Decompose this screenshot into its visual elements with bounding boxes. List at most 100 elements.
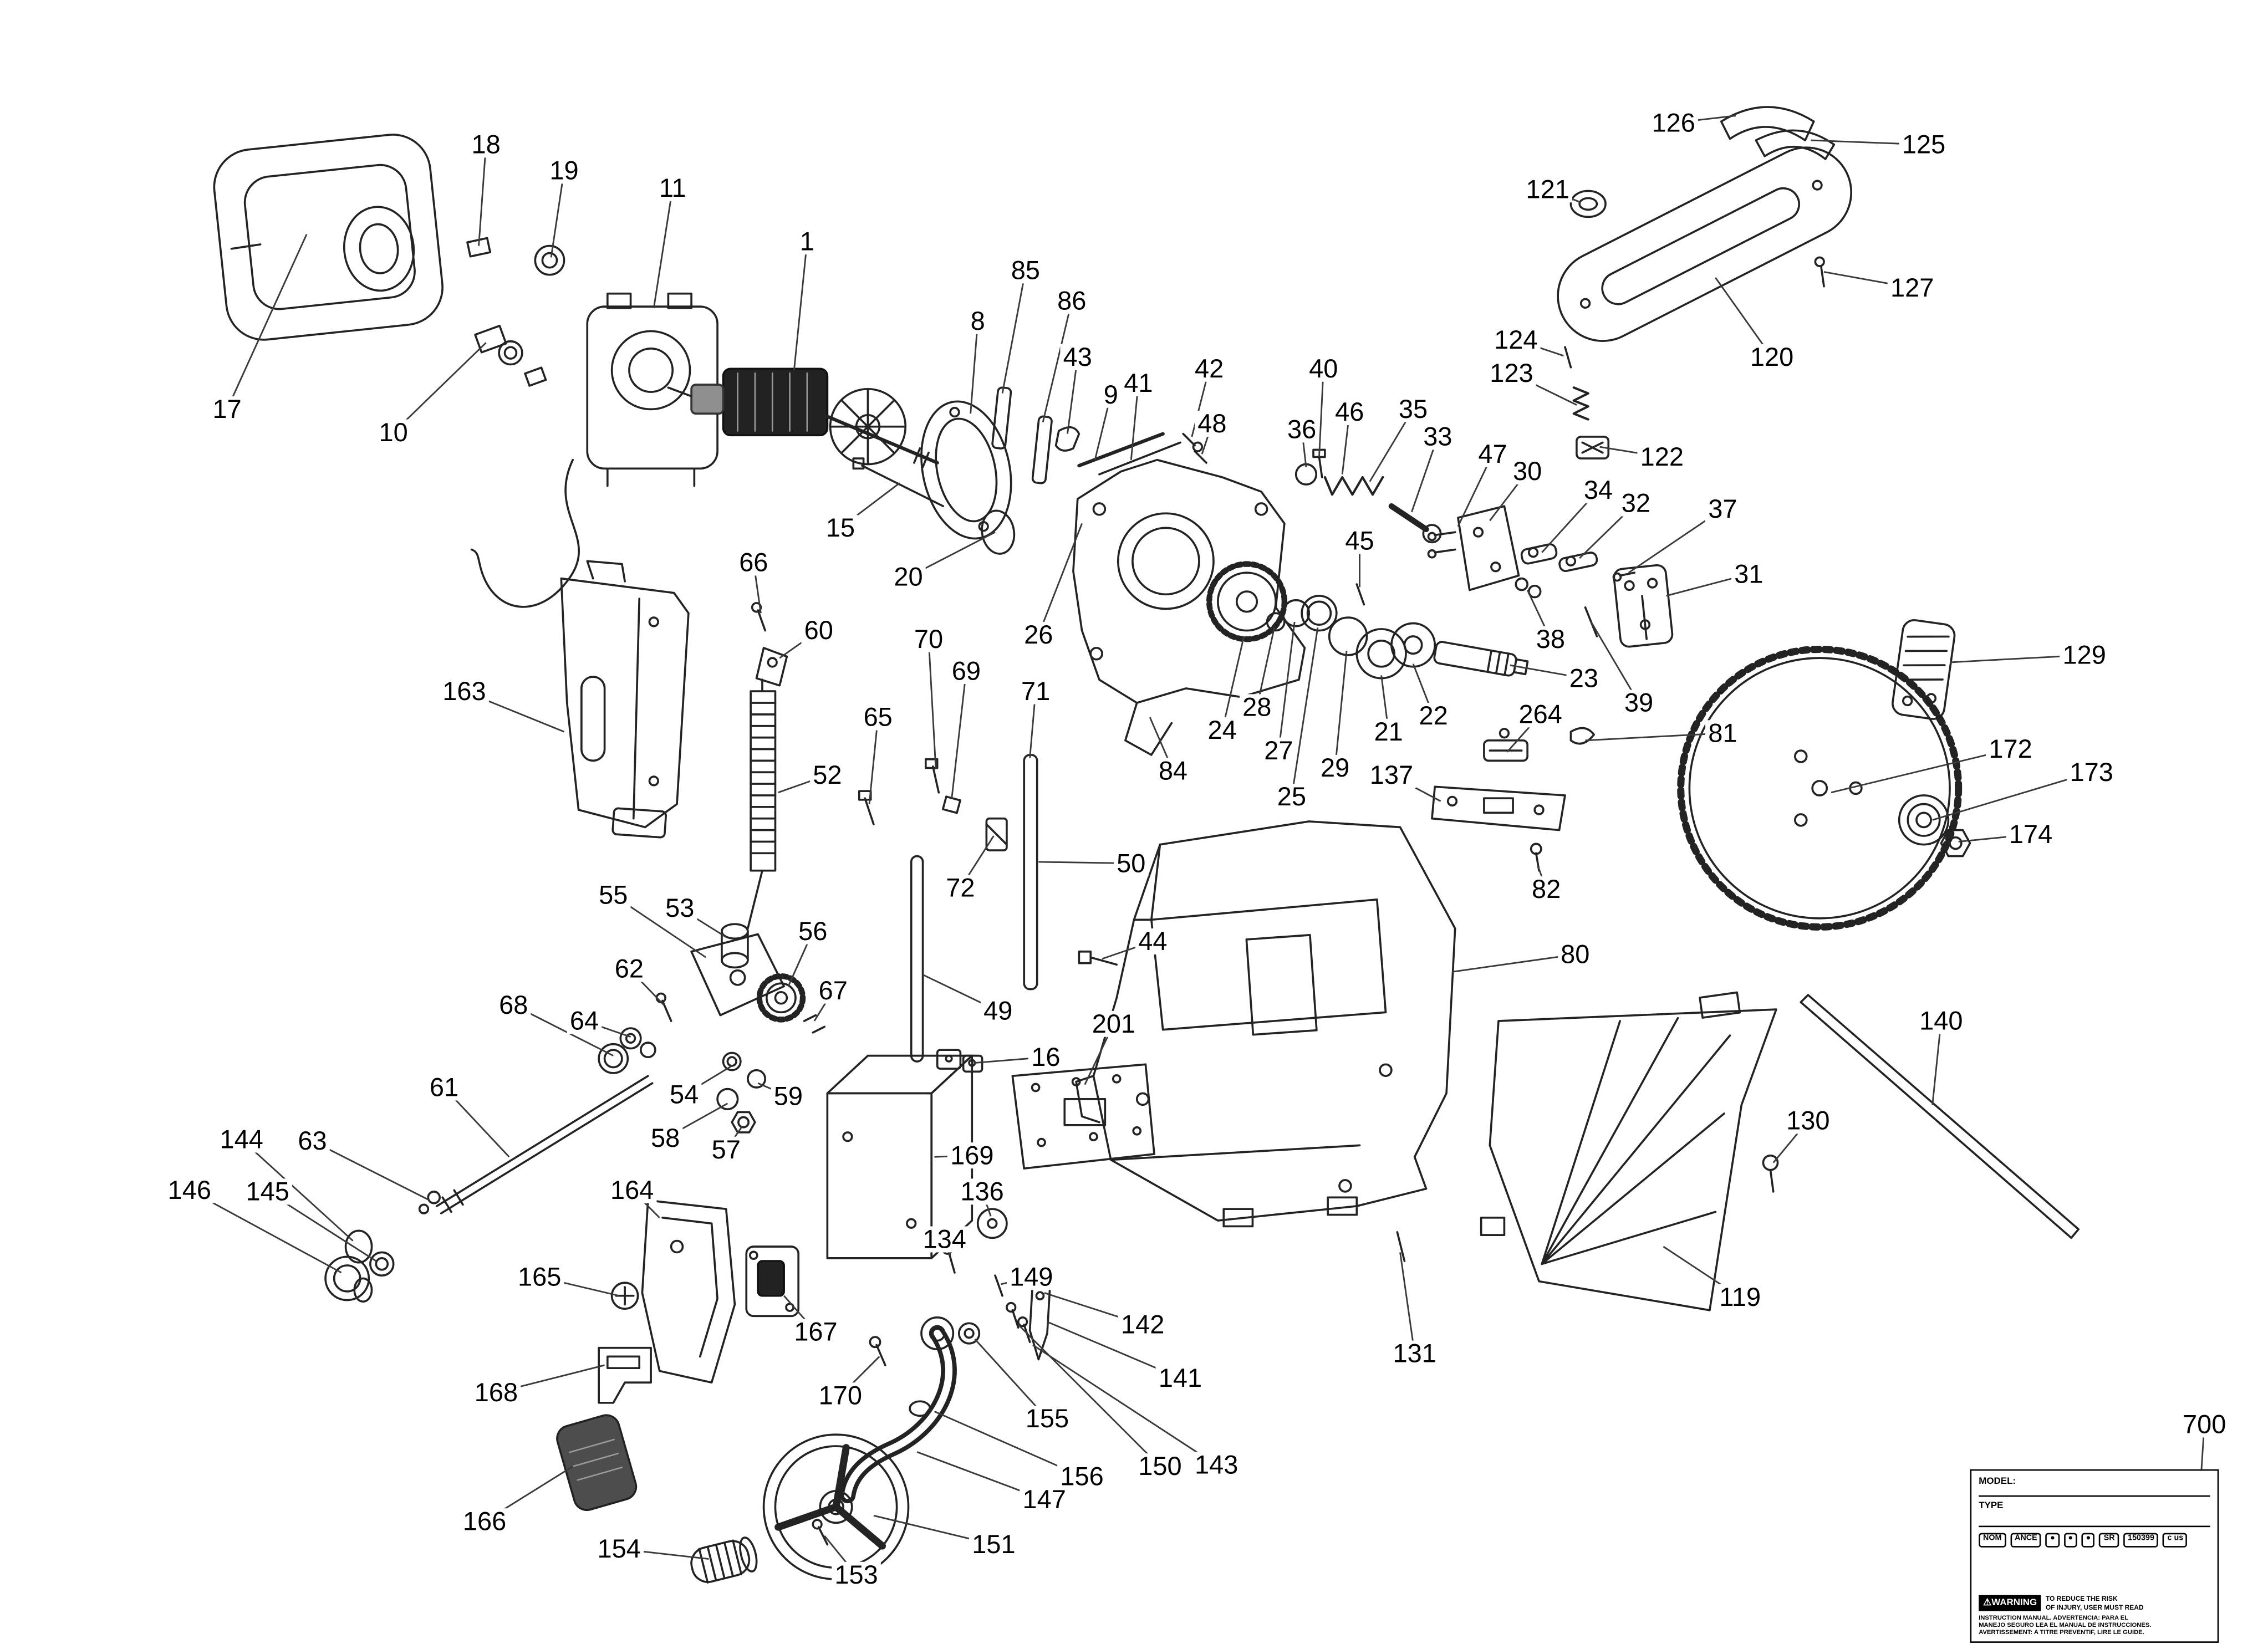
arbor-nut [1940, 829, 1971, 857]
leader-line-120 [1715, 277, 1773, 358]
part-number-124: 124 [1491, 326, 1541, 353]
worm-gear-stack [721, 923, 806, 1023]
part-number-15: 15 [823, 514, 858, 541]
part-number-123: 123 [1487, 360, 1536, 386]
leader-line-27 [1277, 621, 1296, 751]
leader-line-172 [1831, 748, 2011, 794]
part-number-49: 49 [980, 998, 1016, 1024]
cover-screw [1762, 1154, 1779, 1193]
upper-blade-guard [1557, 146, 1853, 342]
elevation-screw-spring [747, 678, 777, 930]
part-number-32: 32 [1618, 490, 1654, 517]
part-number-140: 140 [1916, 1008, 1966, 1034]
part-number-21: 21 [1371, 718, 1406, 745]
leader-line-10 [393, 342, 487, 433]
part-number-130: 130 [1783, 1108, 1833, 1134]
part-number-121: 121 [1523, 176, 1573, 203]
part-number-48: 48 [1195, 411, 1230, 437]
arbor-bearings [1266, 583, 1436, 680]
leader-line-131 [1399, 1252, 1416, 1354]
guard-small-parts [869, 1208, 1008, 1366]
part-number-23: 23 [1566, 665, 1602, 692]
pivot-bracket [1427, 505, 1520, 591]
elevation-screws [803, 758, 1008, 1034]
warning-text-line: INSTRUCTION MANUAL. ADVERTENCIA: PARA EL [1979, 1613, 2129, 1621]
part-number-700: 700 [2179, 1411, 2229, 1438]
part-number-22: 22 [1416, 703, 1451, 729]
guard-top-strips [1720, 106, 1836, 160]
part-number-44: 44 [1135, 928, 1170, 954]
mount-plate-screw [1612, 571, 1636, 582]
part-number-59: 59 [771, 1083, 806, 1110]
leader-line-86 [1042, 300, 1073, 423]
part-number-1: 1 [797, 228, 818, 255]
blade-guard-flange [1892, 619, 1956, 720]
part-number-68: 68 [496, 992, 531, 1018]
leader-line-70 [927, 639, 937, 770]
part-number-28: 28 [1239, 694, 1275, 721]
part-number-52: 52 [810, 762, 845, 788]
leader-line-146 [189, 1189, 342, 1274]
part-number-18: 18 [468, 131, 503, 158]
warning-text-line: MANEJO SEGURO LEA EL MANUAL DE INSTRUCCI… [1979, 1620, 2152, 1628]
part-number-29: 29 [1317, 754, 1353, 781]
part-number-86: 86 [1054, 288, 1089, 314]
gear-case [1072, 458, 1306, 756]
part-number-19: 19 [547, 157, 582, 184]
part-number-26: 26 [1021, 621, 1056, 648]
leader-line-85 [1001, 270, 1027, 394]
part-number-164: 164 [607, 1177, 657, 1203]
part-number-143: 143 [1191, 1452, 1241, 1478]
guard-lever-bracket [598, 1199, 736, 1404]
leader-line-39 [1590, 621, 1640, 703]
leader-line-28 [1256, 627, 1275, 708]
clevis [751, 602, 788, 687]
part-number-27: 27 [1261, 737, 1296, 764]
motor-hardware [466, 237, 565, 387]
leader-line-26 [1037, 523, 1083, 635]
part-number-80: 80 [1557, 941, 1593, 968]
warning-text-line: TO REDUCE THE RISK [2045, 1596, 2118, 1604]
cert-mark: c us [2163, 1533, 2188, 1547]
leader-line-143 [1032, 1344, 1217, 1466]
part-number-56: 56 [795, 918, 830, 945]
warning-multilingual-text: INSTRUCTION MANUAL. ADVERTENCIA: PARA EL… [1979, 1613, 2210, 1635]
part-number-170: 170 [816, 1382, 865, 1409]
part-number-151: 151 [969, 1531, 1018, 1558]
part-number-42: 42 [1191, 355, 1227, 382]
part-number-57: 57 [709, 1136, 744, 1163]
part-number-54: 54 [666, 1081, 702, 1108]
guard-hardware [1564, 190, 1825, 460]
outer-flange [1898, 794, 1950, 846]
side-cover [1480, 991, 1777, 1311]
guide-rail [1800, 994, 2080, 1239]
leader-line-18 [478, 144, 487, 246]
part-number-16: 16 [1028, 1044, 1063, 1070]
cert-mark: ANCE [2010, 1533, 2042, 1547]
part-number-67: 67 [816, 977, 851, 1004]
crank-knob [690, 1536, 758, 1584]
part-number-126: 126 [1649, 110, 1699, 136]
saw-blade [1677, 645, 1963, 931]
part-number-131: 131 [1390, 1340, 1440, 1367]
part-number-136: 136 [957, 1178, 1007, 1205]
part-number-137: 137 [1367, 762, 1416, 788]
power-cord [470, 458, 580, 608]
part-number-172: 172 [1986, 736, 2036, 762]
part-number-30: 30 [1510, 458, 1545, 485]
armature-shaft [825, 415, 939, 468]
part-number-45: 45 [1342, 528, 1377, 554]
part-number-154: 154 [594, 1536, 644, 1562]
part-number-11: 11 [656, 175, 689, 201]
part-number-72: 72 [943, 875, 978, 901]
cert-mark: ● [2081, 1533, 2096, 1547]
base-pin [1396, 1231, 1406, 1262]
type-label: TYPE [1979, 1501, 2210, 1528]
mount-plate [1613, 564, 1674, 648]
part-number-33: 33 [1420, 423, 1455, 450]
